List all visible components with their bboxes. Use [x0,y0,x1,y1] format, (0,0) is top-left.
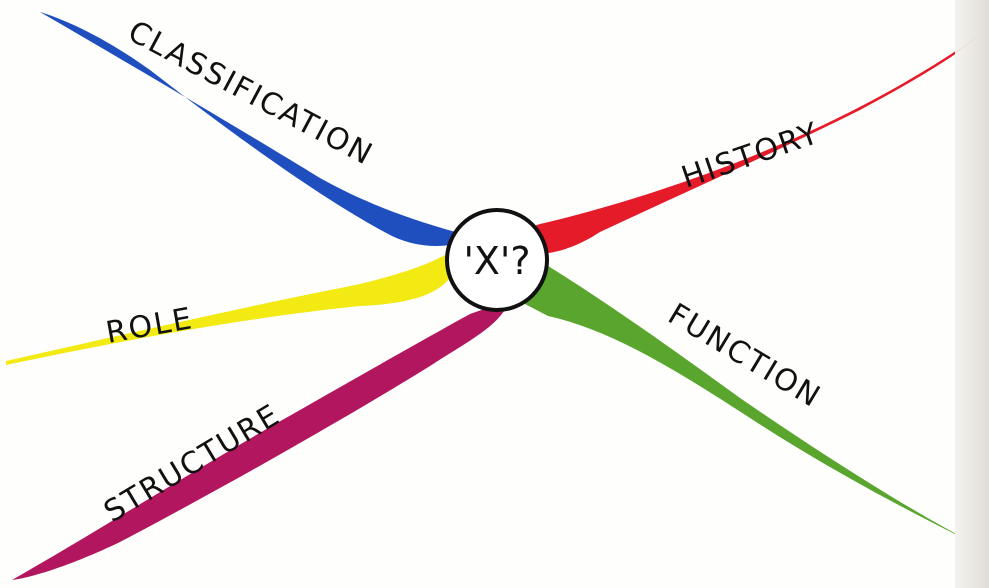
page-edge-strip [955,0,989,588]
center-node-text: 'X'? [463,239,530,283]
